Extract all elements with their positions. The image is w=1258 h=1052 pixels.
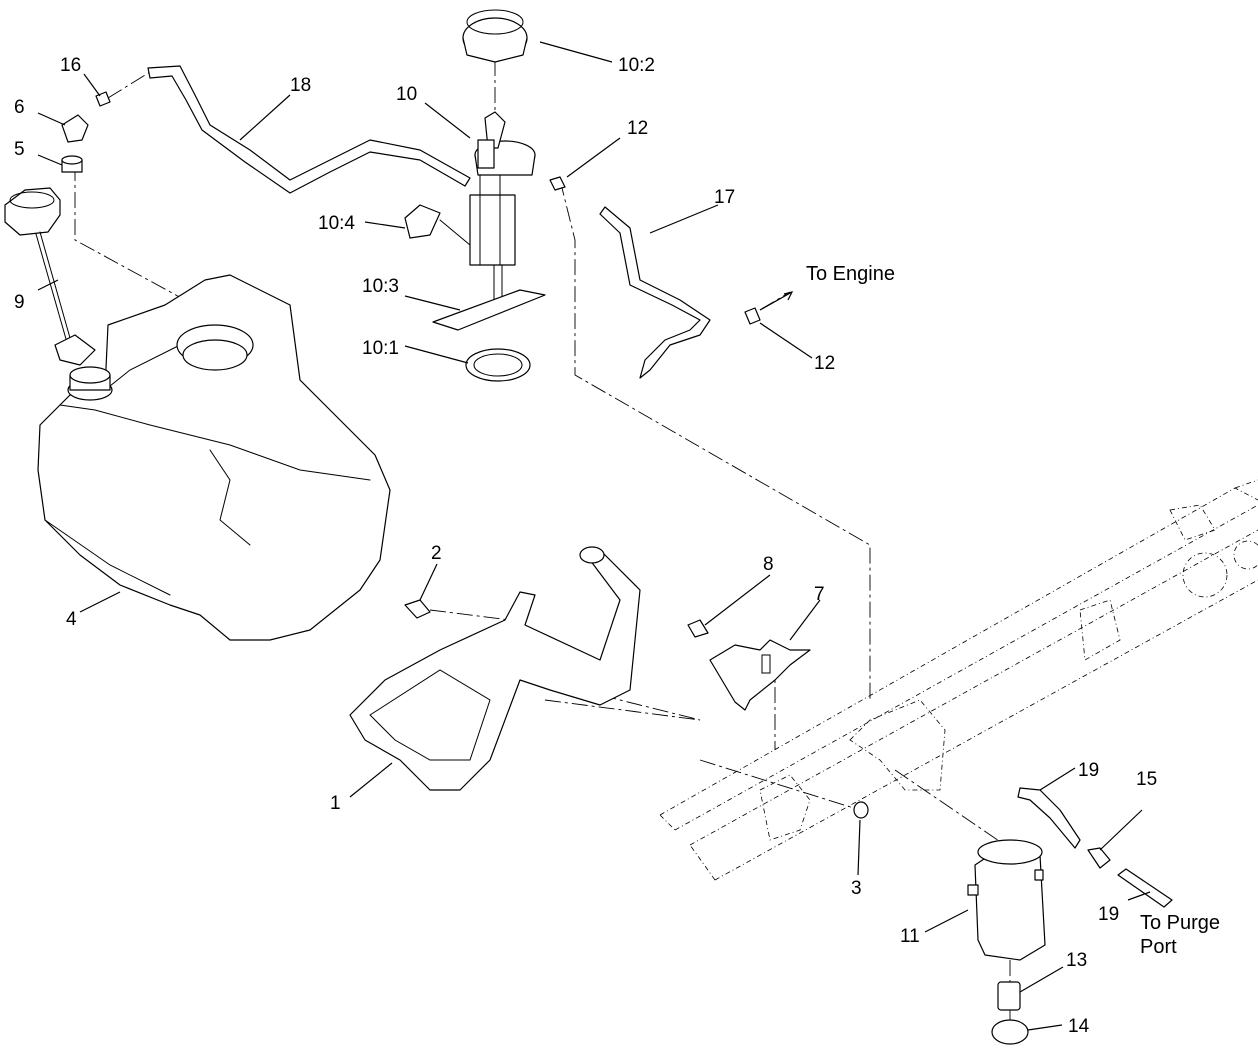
callout-14: 14: [1068, 1016, 1090, 1037]
callout-18: 18: [290, 75, 311, 96]
callout-3: 3: [851, 878, 862, 899]
vent-hose: [147, 65, 471, 194]
fuel-tank: [37, 274, 391, 641]
callout-19-top: 19: [1078, 760, 1099, 781]
callout-labels: 16 6 5 9 4 18 10 10:2 10:4 10:3 10:1 12 …: [14, 55, 1157, 1037]
callout-8: 8: [763, 554, 774, 575]
callout-12-bottom: 12: [814, 353, 835, 374]
callout-1: 1: [330, 793, 341, 814]
callout-10-4: 10:4: [318, 213, 355, 234]
callout-15: 15: [1136, 769, 1157, 790]
fuel-hose-to-engine: [549, 176, 761, 379]
vent-fittings: [61, 91, 111, 173]
callout-5: 5: [14, 139, 25, 160]
note-to-purge-line1: To Purge: [1140, 912, 1220, 934]
callout-11: 11: [900, 926, 920, 947]
fuel-cap: [4, 187, 96, 366]
callout-7: 7: [814, 584, 825, 605]
frame-rail: [659, 479, 1258, 881]
callout-12-top: 12: [627, 118, 648, 139]
note-to-engine: To Engine: [806, 263, 895, 285]
callout-6: 6: [14, 97, 25, 118]
notes: To Engine To Purge Port: [806, 263, 1220, 958]
callout-10-1: 10:1: [362, 338, 399, 359]
callout-19-bottom: 19: [1098, 904, 1119, 925]
charcoal-canister: [967, 839, 1046, 961]
callout-10: 10: [396, 84, 417, 105]
bracket: [709, 639, 811, 711]
callout-4: 4: [66, 609, 77, 630]
note-to-purge-line2: Port: [1140, 936, 1177, 958]
fuel-pump-assembly: [404, 9, 546, 382]
callout-17: 17: [714, 187, 735, 208]
fasteners: [404, 599, 869, 819]
assembly-centerlines: [74, 60, 1011, 1025]
callout-10-2: 10:2: [618, 55, 655, 76]
callout-9: 9: [14, 292, 25, 313]
callout-13: 13: [1066, 950, 1087, 971]
tube-frame: [349, 546, 641, 791]
callout-2: 2: [431, 543, 442, 564]
callout-16: 16: [60, 55, 81, 76]
canister-filter: [991, 981, 1029, 1045]
leader-lines: [37, 41, 1151, 1031]
callout-10-3: 10:3: [362, 276, 399, 297]
purge-hoses: [1017, 787, 1173, 908]
